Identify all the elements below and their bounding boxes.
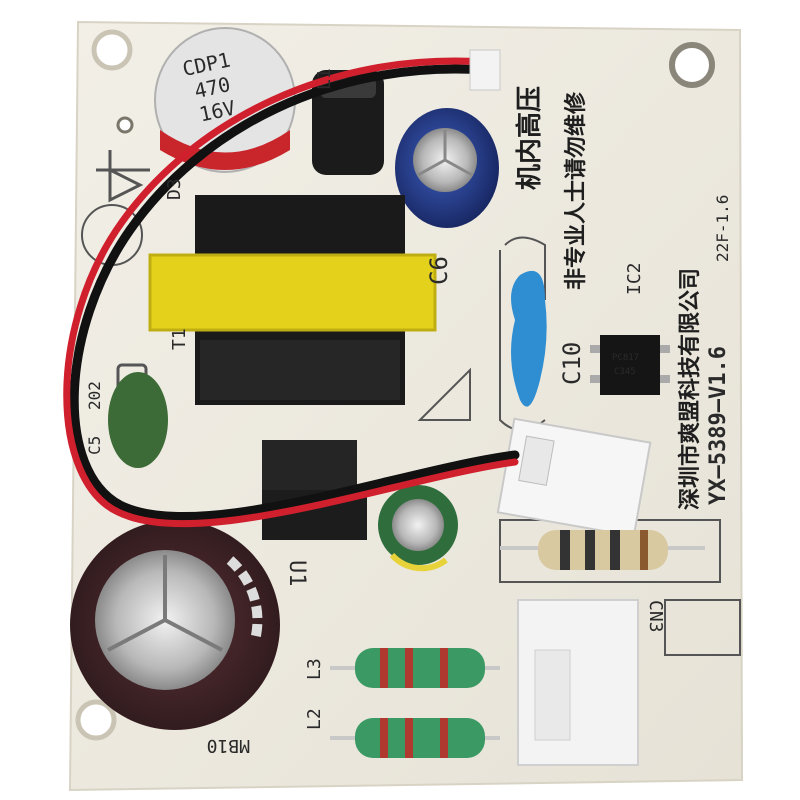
ref-l2: L2 (304, 708, 325, 730)
large-electrolytic-capacitor (70, 520, 280, 730)
silkscreen-warning-text: 机内高压 非专业人士请勿维修 (514, 86, 589, 290)
ref-u1: U1 (284, 560, 309, 587)
ref-cn3: CN3 (645, 600, 666, 633)
warning-line-2: 非专业人士请勿维修 (563, 91, 589, 290)
red-black-cable (63, 57, 520, 528)
reference-designators: C10 IC2 C6 C5 202 T1 D3 L1 U1 CN3 L3 L2 … (85, 68, 666, 756)
capacitor-c5 (108, 372, 168, 468)
ref-c10: C10 (558, 342, 586, 385)
ref-ic2: IC2 (624, 262, 645, 295)
model-number-text: YX—5389—V1.6 (706, 346, 731, 505)
inductor-l2 (330, 718, 500, 758)
ic2-marking-line2: C345 (614, 367, 636, 377)
capacitor-c10 (511, 270, 547, 407)
ref-c6: C6 (425, 256, 453, 285)
silkscreen-company-text: 深圳市爽盟科技有限公司 YX—5389—V1.6 22F-1.6 (677, 195, 732, 510)
cable-connector-white (496, 417, 652, 538)
ref-t1: T1 (169, 328, 190, 350)
inductor-l3 (330, 648, 500, 688)
mounting-holes (75, 29, 715, 741)
ref-202: 202 (85, 381, 104, 410)
date-code-text: 22F-1.6 (713, 195, 732, 262)
ref-mb10: MB10 (207, 735, 250, 756)
transformer-t1 (148, 195, 437, 405)
ref-c5: C5 (85, 436, 104, 455)
warning-line-1: 机内高压 (514, 86, 545, 190)
ref-l3: L3 (304, 658, 325, 680)
small-electrolytic-capacitor (378, 485, 458, 572)
capacitor-c6 (395, 108, 499, 228)
ic2-marking-line1: PC817 (612, 353, 639, 363)
top-cable-connector (469, 49, 501, 91)
resistor (500, 530, 705, 570)
ref-d3: D3 (164, 178, 185, 200)
optocoupler-ic2: PC817 C345 (590, 335, 670, 395)
ref-l1: L1 (314, 68, 335, 90)
company-name-text: 深圳市爽盟科技有限公司 (677, 268, 703, 510)
connector-cn3 (517, 599, 639, 766)
